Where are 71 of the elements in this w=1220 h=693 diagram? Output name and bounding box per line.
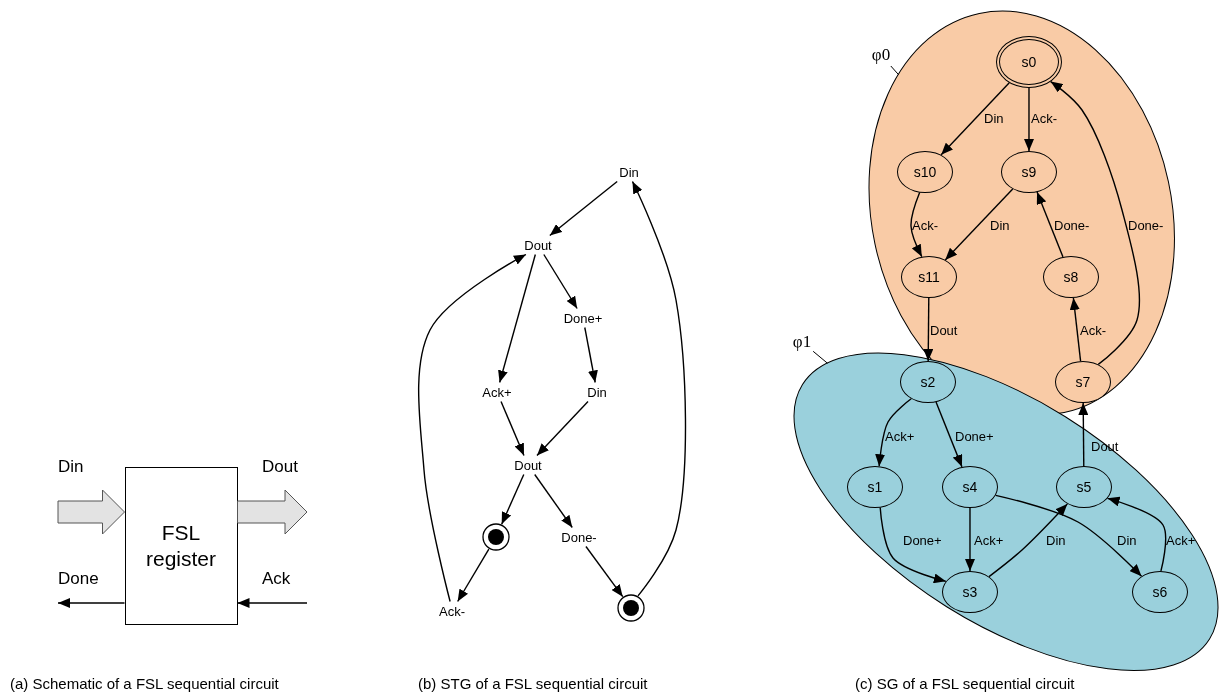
arrow [879, 506, 947, 584]
edge-label: Done- [1054, 217, 1090, 233]
arrow [418, 253, 527, 603]
caption: (c) SG of a FSL sequential circuit [855, 674, 1075, 692]
edge-label: Din [990, 217, 1010, 233]
arrow [875, 398, 912, 467]
arrow [534, 473, 573, 529]
arrow [1106, 496, 1167, 572]
arrow [1078, 402, 1089, 467]
arrow [501, 473, 525, 525]
edge-label: Din [984, 110, 1004, 126]
edge-label: Done+ [903, 532, 942, 548]
transition-label: Dout [511, 455, 545, 475]
edge-label: Done- [1128, 217, 1164, 233]
edge-label: Din [1046, 532, 1066, 548]
arrow [631, 180, 687, 597]
block-arrow [57, 489, 125, 535]
caption: (a) Schematic of a FSL sequential circuit [10, 674, 279, 692]
arrow [965, 507, 975, 572]
arrow [923, 297, 934, 362]
arrow [57, 598, 126, 608]
edge-label: Ack- [1080, 322, 1106, 338]
arrow [456, 548, 490, 603]
arrow [995, 494, 1143, 577]
arrow [584, 326, 598, 384]
arrow [536, 400, 589, 457]
transition-label: Done- [558, 527, 600, 547]
edge-label: Done+ [955, 428, 994, 444]
transition-label: Ack+ [479, 382, 515, 402]
edge-label: Ack- [912, 217, 938, 233]
transition-label: Din [616, 162, 642, 182]
arrow [944, 188, 1014, 261]
transition-label: Din [584, 382, 610, 402]
edge-label: Dout [262, 458, 298, 474]
transition-label: Ack- [436, 601, 468, 621]
arrow [236, 598, 308, 608]
edge-label: Ack [262, 570, 291, 586]
edge-label: Din [58, 458, 84, 474]
caption: (b) STG of a FSL sequential circuit [418, 674, 648, 692]
arrow [500, 400, 525, 457]
edge-label: Ack+ [974, 532, 1004, 548]
leader-line [890, 65, 899, 76]
transition-label: Dout [521, 235, 555, 255]
marked-place [482, 523, 510, 551]
edge-label: Din [1117, 532, 1137, 548]
marked-place [617, 594, 645, 622]
arrow [1069, 297, 1082, 362]
arrow [988, 503, 1069, 578]
edge-label: Ack+ [1166, 532, 1196, 548]
region-ellipse [869, 11, 1175, 415]
register-block: FSL register [124, 467, 238, 625]
region-label: φ0 [869, 44, 893, 66]
arrow [1024, 87, 1034, 152]
arrow [585, 545, 624, 598]
arrow [910, 191, 923, 258]
leader-line [812, 350, 828, 364]
edge-label: Dout [930, 322, 958, 338]
arrow [549, 180, 618, 237]
region-ellipse [794, 353, 1218, 671]
edge-label: Ack- [1031, 110, 1057, 126]
arrow [498, 253, 537, 384]
arrow [1036, 191, 1064, 258]
region-label: φ1 [790, 331, 814, 353]
arrow [543, 253, 578, 310]
edge-label: Ack+ [885, 428, 915, 444]
transition-label: Done+ [560, 308, 606, 328]
block-arrow [237, 489, 308, 535]
arrow [1049, 80, 1141, 366]
arrow [935, 401, 963, 468]
arrow [940, 82, 1010, 156]
edge-label: Done [58, 570, 99, 586]
